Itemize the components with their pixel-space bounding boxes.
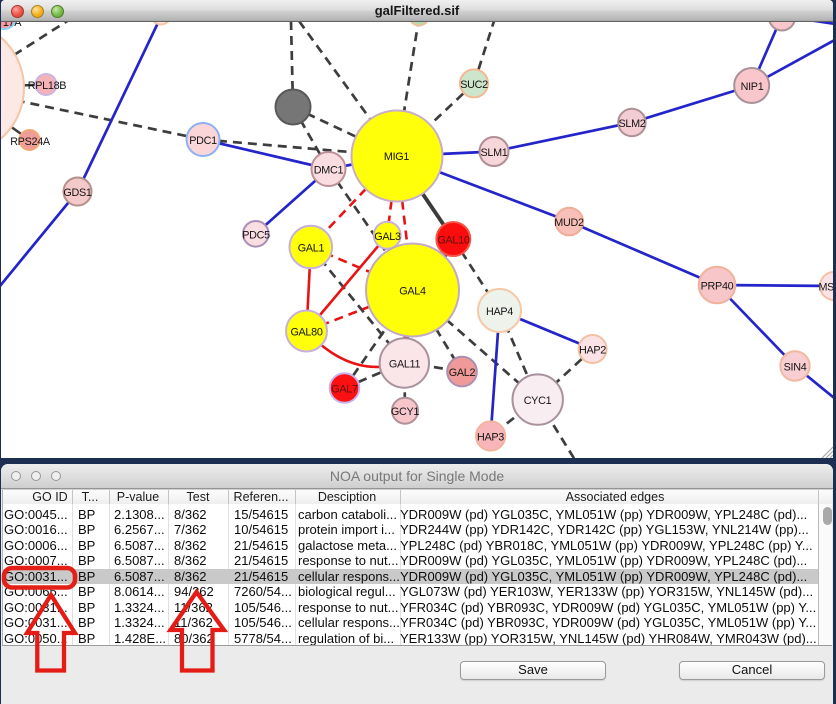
svg-text:MSN: MSN <box>818 282 833 294</box>
svg-text:GDS1: GDS1 <box>63 187 91 199</box>
svg-text:PRP40: PRP40 <box>701 281 734 293</box>
svg-text:DMC1: DMC1 <box>314 165 344 177</box>
svg-text:CYC1: CYC1 <box>524 395 552 407</box>
svg-text:SLM1: SLM1 <box>480 147 507 159</box>
svg-text:GAL80: GAL80 <box>290 327 322 339</box>
svg-text:GAL10: GAL10 <box>437 235 469 247</box>
svg-text:MIG1: MIG1 <box>384 151 409 163</box>
svg-text:GAL11: GAL11 <box>389 359 421 371</box>
svg-text:SLM2: SLM2 <box>618 118 645 130</box>
svg-text:GAL7: GAL7 <box>331 384 358 396</box>
svg-text:RPL18B: RPL18B <box>28 80 67 92</box>
svg-text:PDC5: PDC5 <box>242 230 270 242</box>
svg-text:MUD2: MUD2 <box>554 217 584 229</box>
svg-text:SIN4: SIN4 <box>784 362 807 374</box>
svg-text:GAL1: GAL1 <box>298 243 325 255</box>
svg-text:SUC2: SUC2 <box>460 79 488 91</box>
svg-text:PDC1: PDC1 <box>189 135 217 147</box>
svg-text:GAL2: GAL2 <box>449 367 476 379</box>
svg-text:RPS24A: RPS24A <box>10 136 51 148</box>
svg-text:GAL3: GAL3 <box>374 231 401 243</box>
svg-text:GCY1: GCY1 <box>391 406 419 418</box>
svg-text:HAP2: HAP2 <box>579 345 606 357</box>
svg-text:NIP1: NIP1 <box>741 81 764 93</box>
svg-text:HAP3: HAP3 <box>477 432 504 444</box>
svg-text:HAP4: HAP4 <box>486 306 513 318</box>
svg-text:GAL4: GAL4 <box>399 286 426 298</box>
